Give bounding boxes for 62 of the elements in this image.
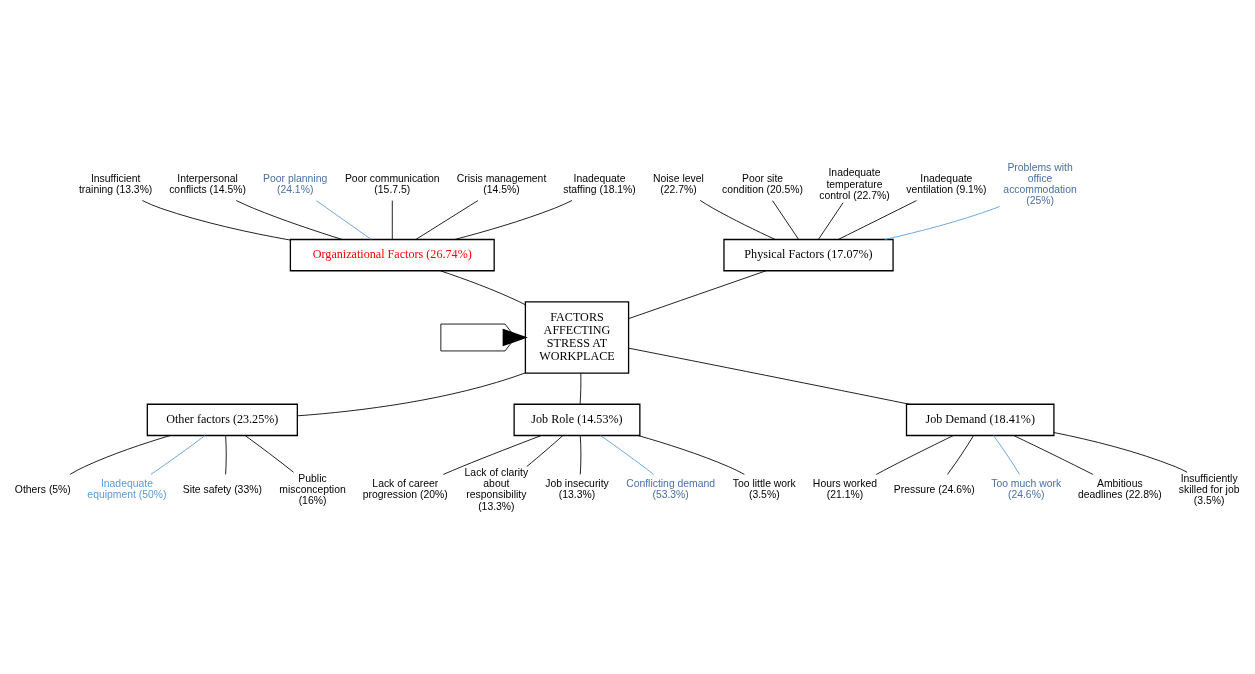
node-box: Job Demand (18.41%) xyxy=(905,403,1055,436)
node-box: Physical Factors (17.07%) xyxy=(723,238,894,271)
node-text: Ambitious deadlines (22.8%) xyxy=(1077,477,1162,500)
node-text: Poor planning (24.1%) xyxy=(263,172,328,195)
connector xyxy=(600,434,655,475)
connector xyxy=(837,199,917,240)
connector xyxy=(579,434,582,475)
node-text: Pressure (24.6%) xyxy=(893,483,975,495)
connector xyxy=(442,434,542,475)
node-box: Other factors (23.25%) xyxy=(146,403,298,436)
node-text: Conflicting demand (53.3%) xyxy=(626,477,716,500)
node-text: Poor communication (15.7.5) xyxy=(344,172,440,195)
connector xyxy=(150,434,206,475)
connector xyxy=(440,269,526,305)
node-box: Job Role (14.53%) xyxy=(513,403,641,436)
connector xyxy=(947,434,974,475)
connector xyxy=(315,199,372,240)
connector xyxy=(1053,431,1188,473)
connector xyxy=(818,201,844,240)
connector xyxy=(141,199,291,240)
connector xyxy=(637,434,745,475)
connector xyxy=(884,205,1001,240)
node-text: Hours worked (21.1%) xyxy=(812,477,877,500)
node-text: Problems with office accommodation (25%) xyxy=(1003,161,1077,206)
node-text: Inadequate temperature control (22.7%) xyxy=(819,166,890,201)
node-box: Organizational Factors (26.74%) xyxy=(289,238,495,271)
connector xyxy=(628,269,767,319)
node-text: Interpersonal conflicts (14.5%) xyxy=(169,172,246,195)
node-text: Job insecurity (13.3%) xyxy=(545,477,609,500)
node-text: Too much work (24.6%) xyxy=(991,477,1062,500)
node-text: Public misconception (16%) xyxy=(279,472,346,506)
node-text: Inadequate staffing (18.1%) xyxy=(563,172,636,195)
node-text: Poor site condition (20.5%) xyxy=(722,172,803,195)
node-text: Site safety (33%) xyxy=(182,483,262,495)
connector xyxy=(772,199,799,240)
connector xyxy=(628,347,910,405)
node-text: Others (5%) xyxy=(14,483,71,495)
node-text: Too little work (3.5%) xyxy=(732,477,796,500)
connector xyxy=(225,434,227,475)
connector xyxy=(579,372,582,404)
node-text: Lack of clarity about responsibility (13.3%) xyxy=(464,466,529,512)
connector xyxy=(69,434,171,475)
connector xyxy=(235,199,343,240)
node-text: Inadequate ventilation (9.1%) xyxy=(906,172,987,195)
arrow xyxy=(502,328,528,346)
connector xyxy=(993,434,1020,475)
connector xyxy=(415,199,479,240)
connector xyxy=(391,199,393,240)
node-text: Inadequate equipment (50%) xyxy=(87,477,167,500)
connector xyxy=(1013,434,1094,475)
node-text: Crisis management (14.5%) xyxy=(456,172,547,195)
connector xyxy=(699,199,776,240)
node-text: Lack of career progression (20%) xyxy=(362,477,448,500)
connector xyxy=(297,372,526,416)
node-text: Insufficient training (13.3%) xyxy=(78,172,153,195)
node-text: Insufficiently skilled for job (3.5%) xyxy=(1178,472,1240,506)
connector xyxy=(244,434,294,473)
connector xyxy=(526,434,564,467)
node-text: Noise level (22.7%) xyxy=(653,172,704,195)
node-box: FACTORS AFFECTING STRESS AT WORKPLACE xyxy=(524,300,630,374)
connector xyxy=(875,434,954,475)
connector xyxy=(454,199,573,240)
